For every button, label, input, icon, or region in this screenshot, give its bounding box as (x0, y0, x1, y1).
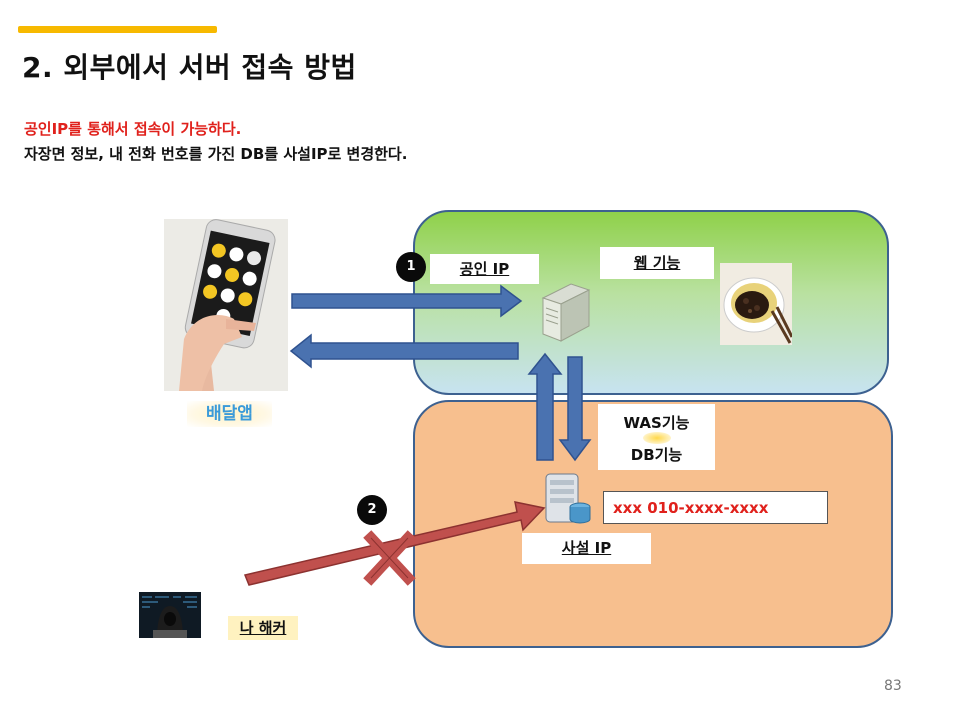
page-number: 83 (884, 678, 902, 694)
database-server-icon (546, 474, 590, 523)
step-1-badge: 1 (396, 252, 426, 282)
up-arrow (529, 354, 561, 460)
request-arrow (292, 286, 521, 316)
step-2-badge: 2 (357, 495, 387, 525)
attack-arrow (245, 502, 544, 585)
down-arrow (560, 357, 590, 460)
response-arrow (291, 335, 518, 367)
public-server-icon (543, 284, 589, 341)
